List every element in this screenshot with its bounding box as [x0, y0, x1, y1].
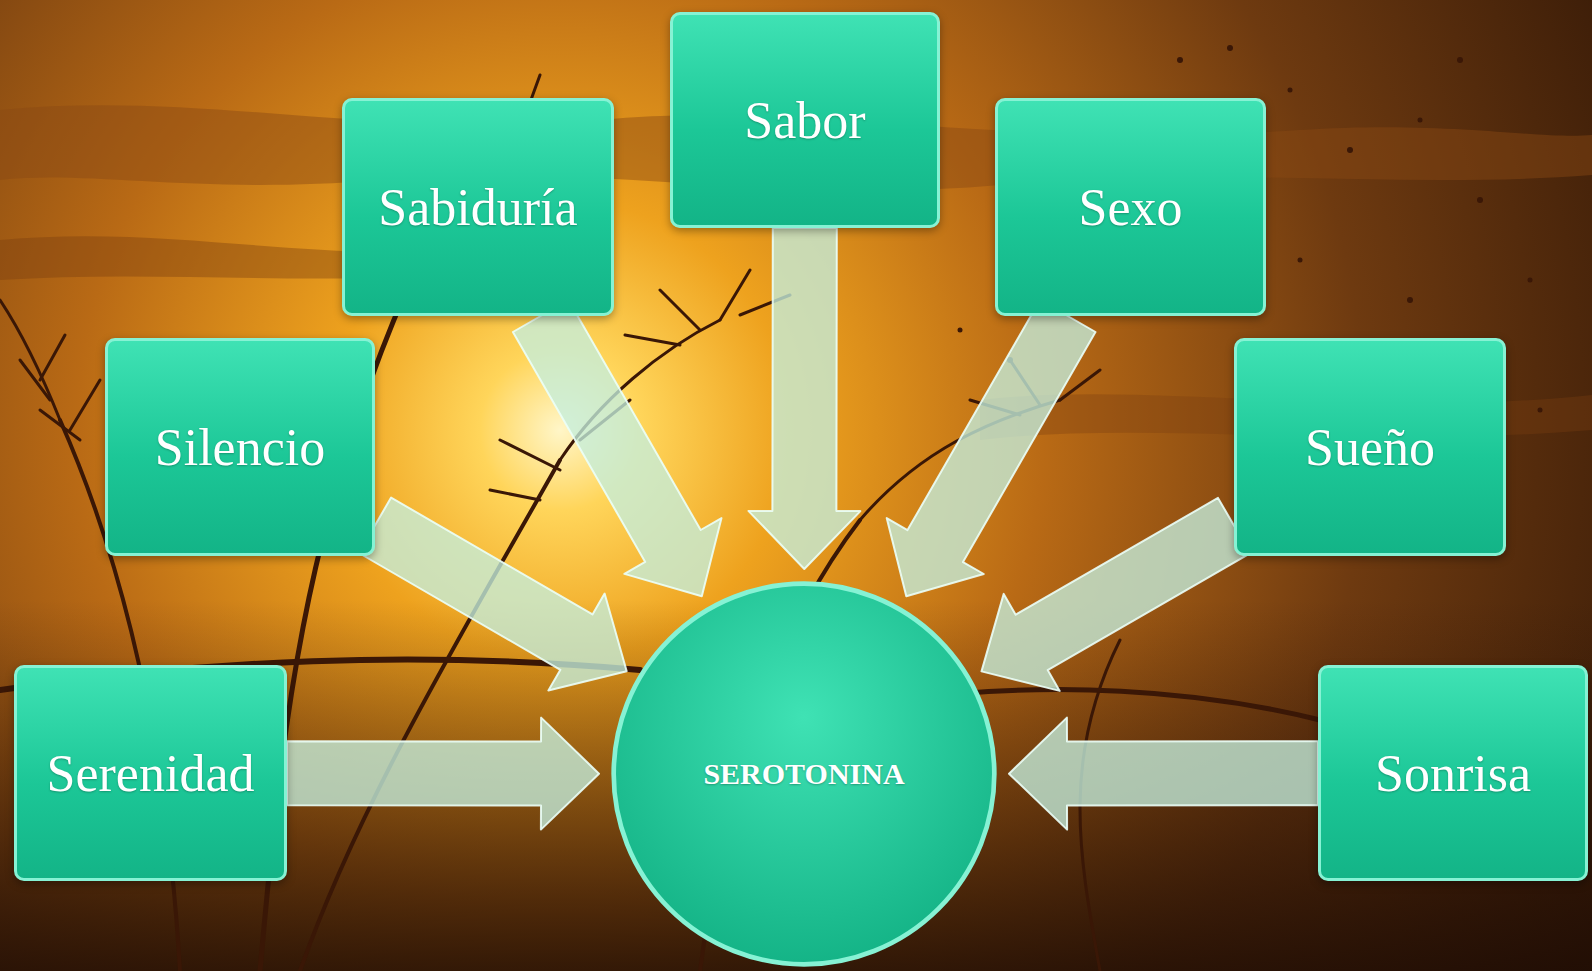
concept-box: Silencio: [105, 338, 375, 556]
center-label: SEROTONINA: [703, 757, 904, 791]
concept-box: Sexo: [995, 98, 1266, 316]
concept-box: Serenidad: [14, 665, 287, 881]
block-arrow: [748, 228, 860, 569]
block-arrow: [513, 300, 722, 596]
concept-label: Serenidad: [47, 744, 255, 803]
concept-box: Sabor: [670, 12, 940, 228]
concept-label: Sexo: [1079, 178, 1183, 237]
concept-label: Silencio: [155, 418, 325, 477]
concept-label: Sabor: [744, 91, 865, 150]
block-arrow: [1009, 718, 1318, 830]
concept-box: Sabiduría: [342, 98, 614, 316]
block-arrow: [287, 718, 599, 830]
block-arrow: [887, 300, 1096, 596]
concept-label: Sonrisa: [1375, 744, 1531, 803]
concept-label: Sabiduría: [378, 178, 577, 237]
concept-box: Sonrisa: [1318, 665, 1588, 881]
block-arrow: [359, 498, 627, 691]
central-circle: SEROTONINA: [609, 579, 999, 969]
concept-label: Sueño: [1305, 418, 1435, 477]
block-arrow: [982, 498, 1251, 691]
concept-box: Sueño: [1234, 338, 1506, 556]
